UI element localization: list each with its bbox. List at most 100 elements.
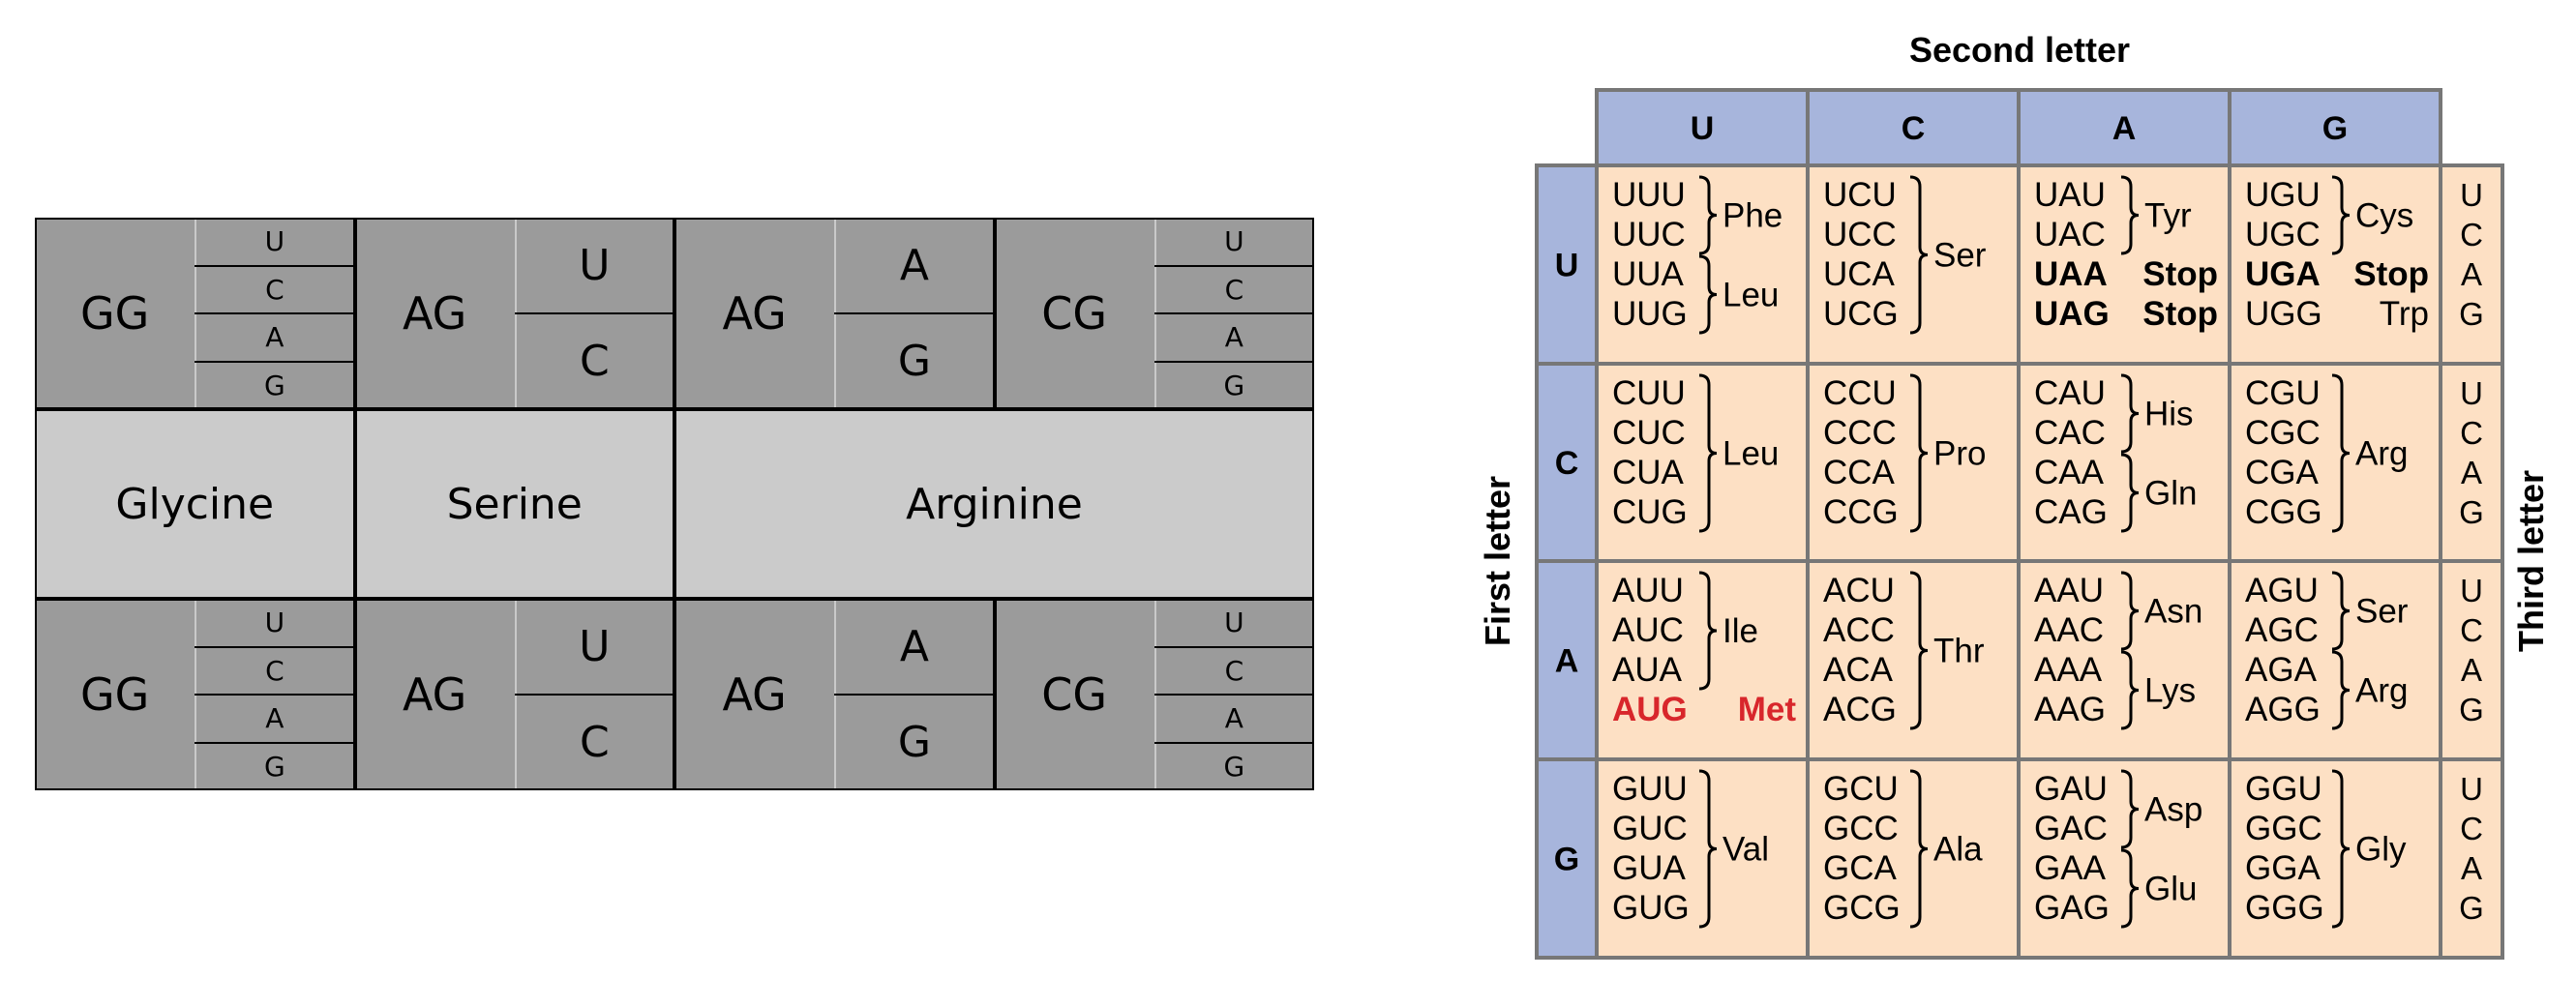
- group-border: [354, 218, 674, 409]
- amino-acid-label: Thr: [1933, 633, 1985, 670]
- codon-label: UCA: [1823, 255, 1896, 293]
- codon-label: CCU: [1823, 374, 1897, 412]
- group-border: [35, 218, 355, 409]
- codon-prefix: CG: [1041, 287, 1107, 340]
- amino-acid-label: Pro: [1933, 435, 1986, 473]
- codon-cell: [2228, 559, 2442, 761]
- third-letter-cell: U: [579, 622, 611, 671]
- codon-label: CUU: [1612, 374, 1686, 412]
- codon-cell: [1806, 757, 2021, 960]
- codon-label: AGU: [2245, 572, 2319, 609]
- third-letter-divider: [514, 694, 674, 696]
- third-letter-divider: [195, 645, 355, 648]
- codon-label: ACU: [1823, 572, 1895, 609]
- third-letter-cell: U: [579, 241, 611, 290]
- codon-label: GCA: [1823, 849, 1898, 887]
- codon-label: AUA: [1612, 651, 1683, 689]
- third-letter-cell: C: [1224, 273, 1244, 306]
- codon-label: GGG: [2245, 889, 2324, 927]
- amino-acid-label: Serine: [354, 409, 674, 599]
- codon-label: CAC: [2034, 414, 2106, 452]
- amino-acid-label: His: [2144, 396, 2194, 433]
- third-letter-divider: [1153, 264, 1314, 267]
- codon-label: UUA: [1612, 255, 1685, 293]
- codon-label: GUG: [1612, 889, 1690, 927]
- third-letter-label: G: [2459, 494, 2484, 530]
- codon-label: ACA: [1823, 651, 1894, 689]
- third-letter-divider: [195, 264, 355, 267]
- codon-label: UAG: [2034, 295, 2110, 333]
- codon-cell: [1595, 559, 1810, 761]
- brace-icon: [2331, 373, 2351, 533]
- third-letter-label: G: [2459, 692, 2484, 727]
- codon-label: CUC: [1612, 414, 1686, 452]
- codon-label: UAU: [2034, 176, 2106, 214]
- codon-label: AGC: [2245, 611, 2319, 649]
- third-letter-cell: C: [580, 718, 610, 767]
- third-letter-label: C: [2460, 415, 2483, 451]
- third-letter-cell: C: [265, 273, 285, 306]
- codon-label: CCG: [1823, 493, 1899, 531]
- brace-icon: [1909, 373, 1929, 533]
- codon-label: GAA: [2034, 849, 2107, 887]
- third-letter-cell: A: [1224, 321, 1243, 354]
- amino-acid-label: Arg: [2355, 672, 2408, 710]
- amino-acid-label: Lys: [2144, 672, 2196, 710]
- codon-label: CGC: [2245, 414, 2321, 452]
- amino-acid-label: Asn: [2144, 593, 2202, 631]
- amino-acid-label: Arginine: [674, 409, 1314, 599]
- amino-acid-label: Gly: [2355, 831, 2407, 869]
- brace-icon: [1698, 769, 1718, 929]
- third-letter-divider: [1153, 694, 1314, 696]
- first-letter-header: [1535, 757, 1599, 960]
- codon-prefix: CG: [1041, 668, 1107, 721]
- codon-label: CGG: [2245, 493, 2322, 531]
- amino-acid-label: Val: [1722, 831, 1769, 869]
- codon-label: CUA: [1612, 454, 1685, 491]
- codon-prefix: AG: [722, 287, 787, 340]
- codon-prefix: AG: [722, 668, 787, 721]
- third-letter-cell: U: [1224, 225, 1244, 258]
- third-letter-column: [2439, 757, 2504, 960]
- codon-cell: [1806, 163, 2021, 366]
- amino-acid-label: Leu: [1722, 435, 1779, 473]
- second-letter-title: Second letter: [1909, 30, 2130, 70]
- codon-label: UGG: [2245, 295, 2322, 333]
- codon-label: UGA: [2245, 255, 2321, 293]
- amino-acid-label: Stop: [2142, 295, 2218, 333]
- third-letter-cell: G: [897, 337, 931, 386]
- codon-label: GAG: [2034, 889, 2110, 927]
- codon-label: ACC: [1823, 611, 1895, 649]
- third-letter-cell: G: [1223, 750, 1245, 783]
- first-letter-title: First letter: [1478, 476, 1517, 646]
- codon-label: CGA: [2245, 454, 2320, 491]
- amino-acid-label: Trp: [2380, 295, 2429, 333]
- amino-acid-label: Glycine: [35, 409, 355, 599]
- third-letter-label: C: [2460, 612, 2483, 648]
- third-letter-divider: [834, 312, 995, 314]
- third-letter-divider: [195, 360, 355, 363]
- third-letter-label: U: [2460, 771, 2483, 807]
- brace-icon: [2120, 175, 2140, 255]
- codon-label: AUG: [1612, 691, 1688, 728]
- codon-cell: [1595, 757, 1810, 960]
- codon-label: AAA: [2034, 651, 2103, 689]
- codon-label: CGU: [2245, 374, 2321, 412]
- brace-icon: [2331, 175, 2351, 255]
- codon-label: UUU: [1612, 176, 1686, 214]
- codon-label: GCU: [1823, 770, 1899, 808]
- codon-label: GGA: [2245, 849, 2321, 887]
- third-letter-cell: C: [580, 337, 610, 386]
- codon-label: UUG: [1612, 295, 1688, 333]
- third-letter-cell: C: [265, 654, 285, 687]
- first-letter-label: A: [1555, 643, 1579, 680]
- codon-label: AUC: [1612, 611, 1684, 649]
- group-border: [994, 599, 1314, 790]
- third-letter-divider: [1153, 645, 1314, 648]
- brace-icon: [2120, 650, 2140, 730]
- codon-label: GUA: [1612, 849, 1687, 887]
- brace-icon: [2331, 571, 2351, 651]
- third-letter-cell: U: [264, 225, 285, 258]
- first-letter-label: U: [1555, 248, 1579, 284]
- second-letter-label: A: [2112, 110, 2137, 147]
